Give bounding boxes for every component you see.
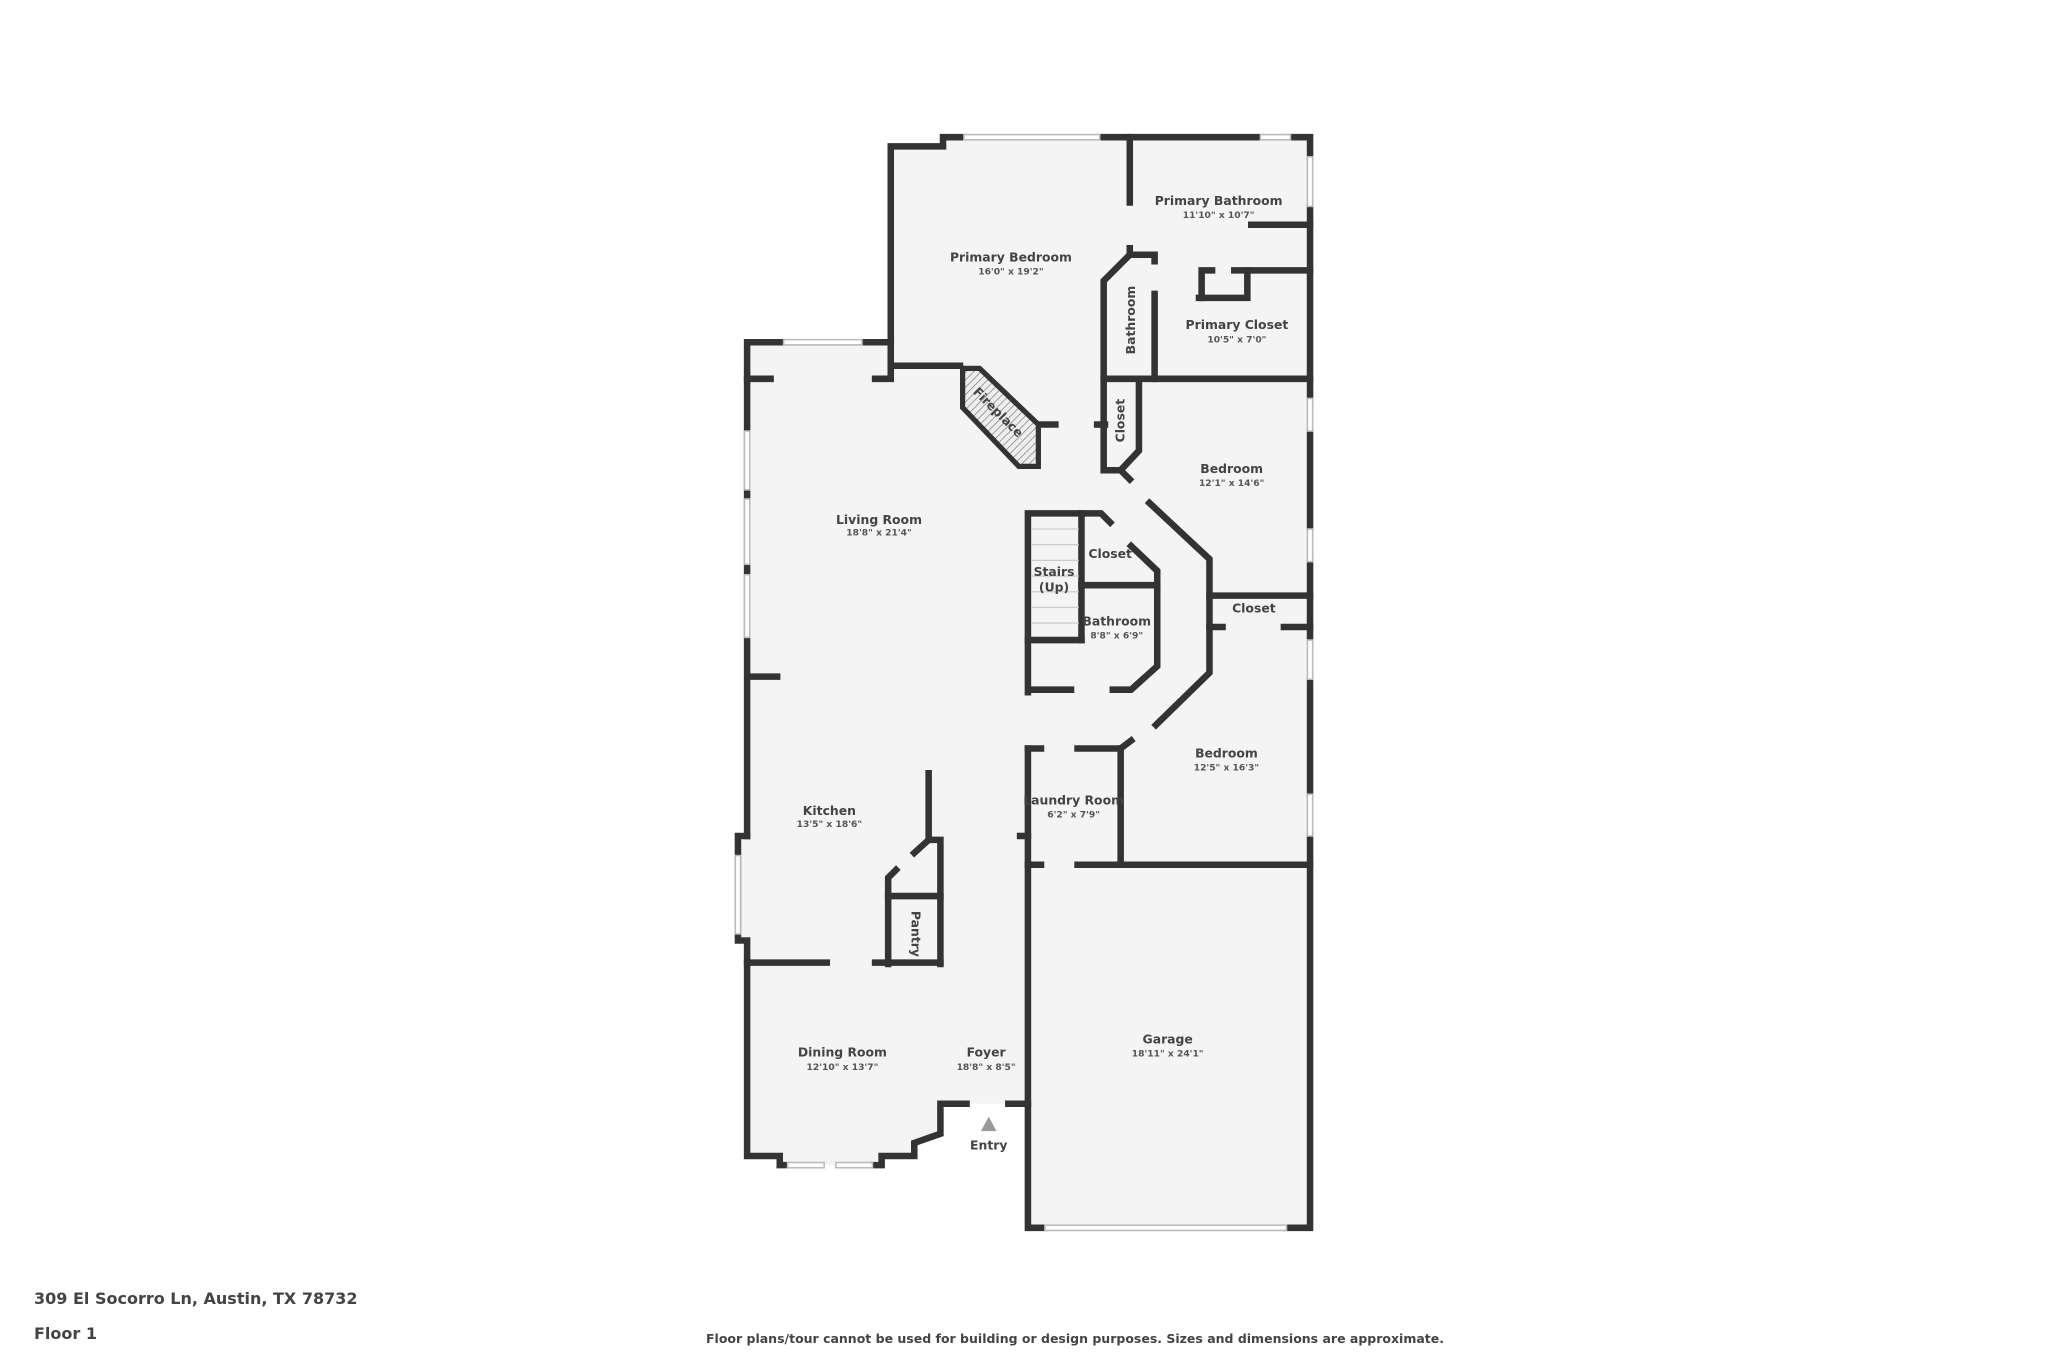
- room-name: Living Room: [836, 512, 922, 527]
- entry-label: Entry: [970, 1137, 1007, 1152]
- room-name: Bathroom: [1123, 286, 1138, 355]
- room-dims: 6'2" x 7'9": [1047, 811, 1100, 821]
- room-dims: 18'8" x 21'4": [846, 529, 911, 539]
- room-name: Bedroom: [1195, 746, 1258, 761]
- room-name: Closet: [1088, 546, 1132, 561]
- fireplace: [959, 365, 1041, 469]
- room-name: Dining Room: [798, 1045, 887, 1060]
- room-name: Primary Bathroom: [1155, 193, 1283, 208]
- room-name: Foyer: [967, 1045, 1007, 1060]
- address: 309 El Socorro Ln, Austin, TX 78732: [34, 1289, 358, 1308]
- room-name: Laundry Room: [1023, 793, 1124, 808]
- floor-area: [737, 137, 1311, 1228]
- room-dims: 16'0" x 19'2": [978, 267, 1043, 277]
- room-name: Closet: [1232, 601, 1276, 616]
- room-name: Bedroom: [1200, 461, 1263, 476]
- room-dims: 12'10" x 13'7": [807, 1063, 879, 1073]
- room-name-sub: (Up): [1039, 580, 1069, 595]
- room-name: Pantry: [909, 911, 924, 957]
- windows: [734, 133, 1314, 1232]
- room-name: Bathroom: [1082, 614, 1151, 629]
- room-name: Primary Closet: [1186, 317, 1289, 332]
- stair-treads: [1031, 528, 1079, 624]
- room-name: Stairs: [1034, 564, 1075, 579]
- entry-arrow-icon: [980, 1116, 997, 1132]
- room-name: Primary Bedroom: [950, 249, 1072, 264]
- room-dims: 12'5" x 16'3": [1194, 764, 1259, 774]
- room-dims: 18'11" x 24'1": [1132, 1050, 1204, 1060]
- room-name: Closet: [1113, 399, 1128, 443]
- room-dims: 13'5" x 18'6": [797, 820, 862, 830]
- room-dims: 11'10" x 10'7": [1183, 211, 1255, 221]
- room-name: Garage: [1143, 1032, 1193, 1047]
- room-dims: 10'5" x 7'0": [1207, 335, 1266, 345]
- floor-label: Floor 1: [34, 1324, 97, 1343]
- room-dims: 8'8" x 6'9": [1090, 632, 1143, 642]
- walls: [734, 133, 1314, 1232]
- room-dims: 12'1" x 14'6": [1199, 479, 1264, 489]
- room-dims: 18'8" x 8'5": [957, 1063, 1016, 1073]
- room-name: Kitchen: [803, 803, 856, 818]
- disclaimer: Floor plans/tour cannot be used for buil…: [706, 1331, 1444, 1346]
